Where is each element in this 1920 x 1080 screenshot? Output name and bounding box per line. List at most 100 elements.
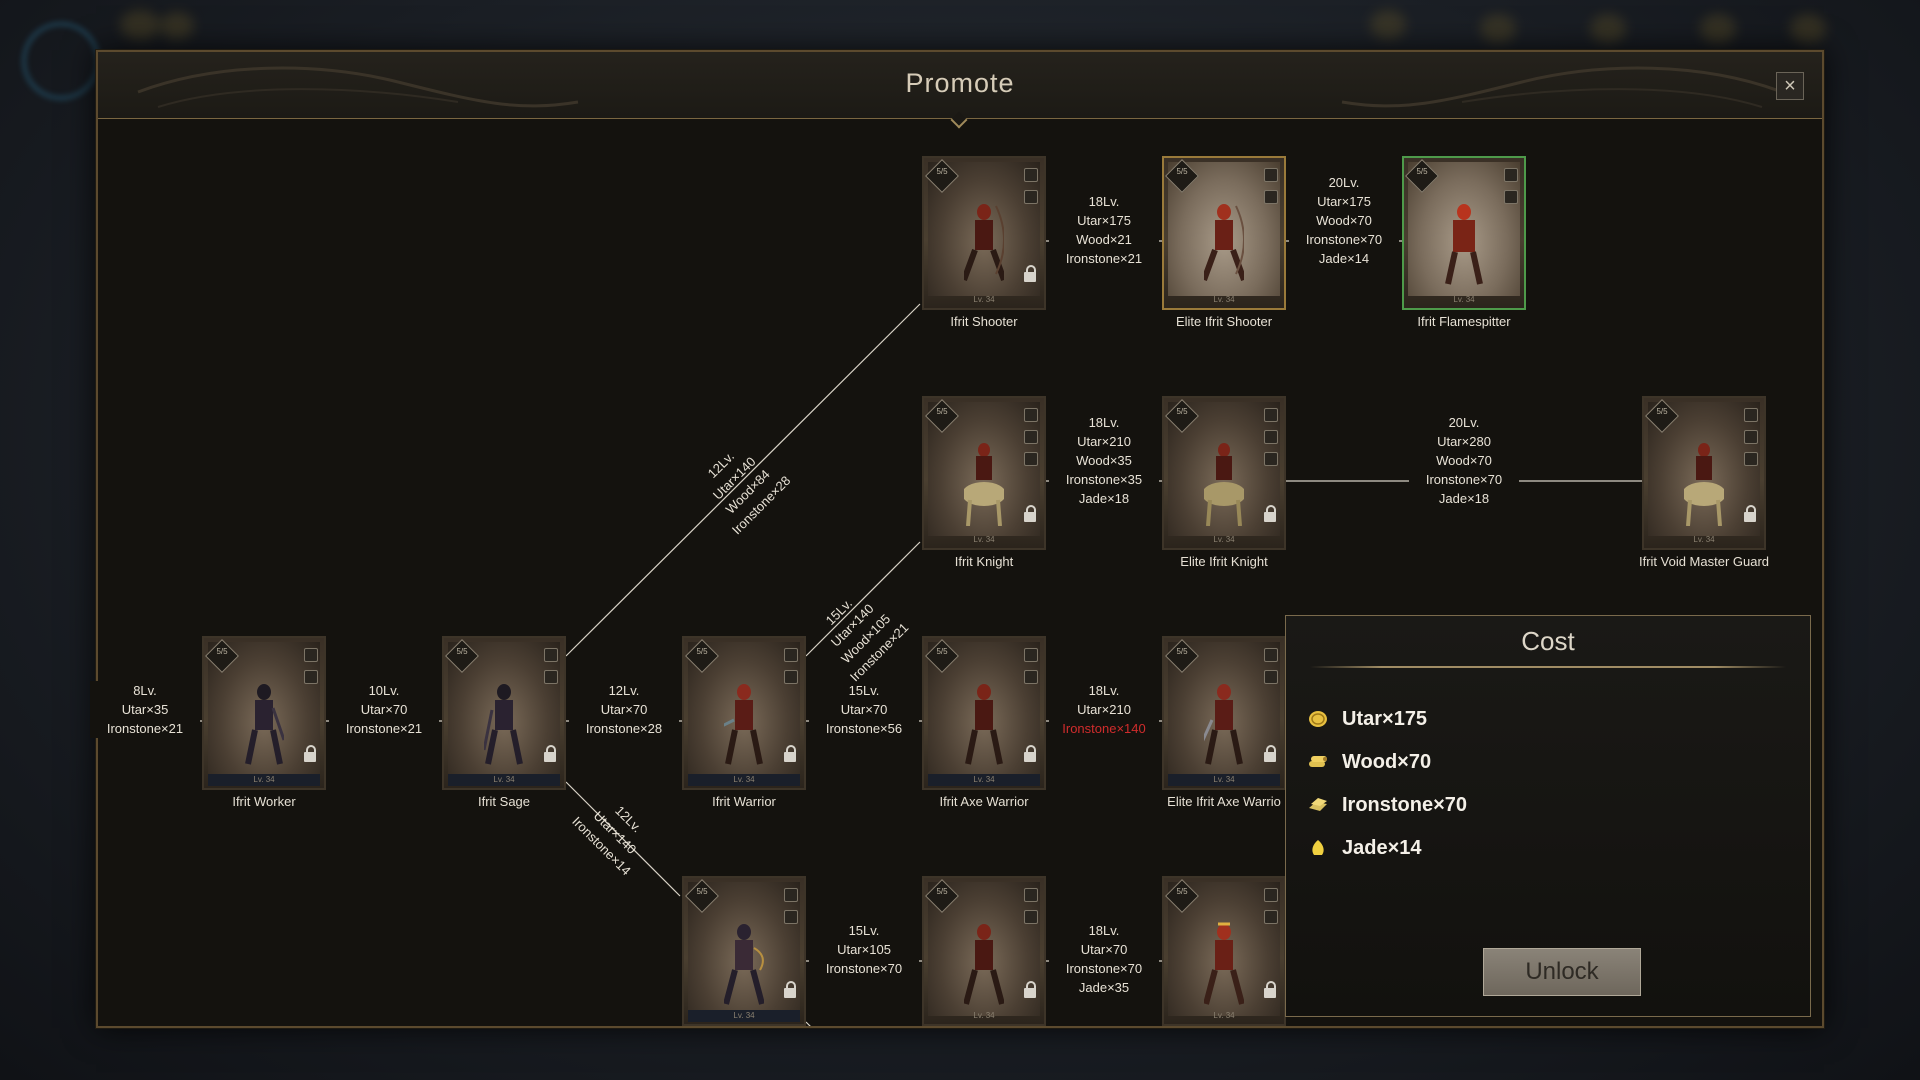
close-button[interactable]: ×	[1776, 72, 1804, 100]
level-strip	[208, 774, 320, 786]
unit-card-ifrit-knight[interactable]: 5/5 Lv. 34	[922, 396, 1046, 550]
star-count: 5/5	[1176, 887, 1188, 896]
unit-card-ifrit-sage[interactable]: 5/5 Lv. 34	[442, 636, 566, 790]
req-utar: Utar×280	[1437, 434, 1491, 449]
background-ui-glow	[1480, 14, 1516, 44]
unit-card-ifrit-warrior[interactable]: 5/5 Lv. 34	[682, 636, 806, 790]
class-icon	[1264, 888, 1278, 902]
horse-icon	[1024, 452, 1038, 466]
unit-card-lower-branch-1[interactable]: 5/5 Lv. 34	[682, 876, 806, 1026]
lock-icon	[1024, 505, 1036, 522]
lock-icon	[1024, 745, 1036, 762]
star-count: 5/5	[216, 647, 228, 656]
unlock-button[interactable]: Unlock	[1483, 948, 1641, 996]
unit-level: Lv. 34	[1213, 535, 1235, 544]
req-level: 18Lv.	[1088, 683, 1120, 698]
unit-card-ifrit-flamespitter[interactable]: 5/5 Lv. 34	[1402, 156, 1526, 310]
unit-card-ifrit-void-master-guard[interactable]: 5/5 Lv. 34	[1642, 396, 1766, 550]
unit-figure-icon	[1204, 443, 1244, 526]
unit-figure-icon	[724, 684, 763, 765]
level-strip	[448, 774, 560, 786]
class-icon	[1024, 408, 1038, 422]
req-ironstone: Ironstone×70	[1305, 232, 1383, 247]
shield-icon	[1024, 670, 1038, 684]
unit-figure-icon	[1445, 204, 1483, 285]
level-strip	[928, 774, 1040, 786]
shield-icon	[1264, 190, 1278, 204]
req-level: 8Lv.	[133, 683, 157, 698]
unit-figure-icon	[1684, 443, 1724, 526]
level-strip	[688, 1010, 800, 1022]
unit-card-elite-ifrit-axe-warrior[interactable]: 5/5 Lv. 34	[1162, 636, 1286, 790]
background-ui-glow	[120, 10, 160, 40]
lock-icon	[784, 981, 796, 998]
bow-icon	[1264, 168, 1278, 182]
req-ironstone: Ironstone×21	[1065, 251, 1143, 266]
requirement-shooter-to-elite-shooter: 18Lv. Utar×175 Wood×21 Ironstone×21	[1049, 192, 1159, 268]
star-count: 5/5	[456, 647, 468, 656]
unit-card-lower-branch-3[interactable]: 5/5 Lv. 34	[1162, 876, 1286, 1026]
unit-level: Lv. 34	[973, 1011, 995, 1020]
req-wood: Wood×70	[1316, 213, 1372, 228]
req-utar: Utar×175	[1077, 213, 1131, 228]
lock-icon	[1744, 505, 1756, 522]
unit-name: Ifrit Flamespitter	[1417, 314, 1511, 329]
star-count: 5/5	[696, 647, 708, 656]
background-ui-glow	[1790, 14, 1826, 44]
requirement-worker-to-sage: 10Lv. Utar×70 Ironstone×21	[329, 681, 439, 738]
axe-icon	[1264, 648, 1278, 662]
req-ironstone: Ironstone×56	[825, 721, 903, 736]
lock-icon	[304, 745, 316, 762]
req-level: 15Lv.	[848, 923, 880, 938]
level-strip	[688, 774, 800, 786]
req-utar: Utar×70	[600, 702, 648, 717]
unit-card-ifrit-shooter[interactable]: 5/5 Lv. 34	[922, 156, 1046, 310]
shield-icon	[1264, 670, 1278, 684]
unit-name: Ifrit Axe Warrior	[939, 794, 1029, 809]
cost-label: Jade×14	[1342, 837, 1422, 859]
req-ironstone: Ironstone×70	[1425, 472, 1503, 487]
unit-figure-icon	[964, 924, 1004, 1005]
window-title: Promote	[905, 68, 1015, 98]
req-utar: Utar×70	[360, 702, 408, 717]
req-utar: Utar×70	[840, 702, 888, 717]
unit-card-elite-ifrit-knight[interactable]: 5/5 Lv. 34	[1162, 396, 1286, 550]
req-level: 18Lv.	[1088, 194, 1120, 209]
unit-card-elite-ifrit-shooter[interactable]: 5/5 Lv. 34	[1162, 156, 1286, 310]
star-count: 5/5	[936, 647, 948, 656]
unit-card-ifrit-worker[interactable]: 5/5 Lv. 34	[202, 636, 326, 790]
class-icon	[304, 648, 318, 662]
req-ironstone: Ironstone×21	[345, 721, 423, 736]
unit-portrait	[688, 642, 800, 776]
background-ui-glow	[1590, 14, 1626, 44]
shield-icon	[1744, 430, 1758, 444]
unit-figure-icon	[1204, 922, 1244, 1005]
cost-panel: Cost Utar×175 Wood×70 Ironstone×70 Jade×…	[1285, 615, 1811, 1017]
requirement-elite-knight-to-void-guard: 20Lv. Utar×280 Wood×70 Ironstone×70 Jade…	[1409, 413, 1519, 508]
unit-name: Elite Ifrit Knight	[1180, 554, 1268, 569]
lock-icon	[1264, 505, 1276, 522]
unit-figure-icon	[965, 684, 1003, 765]
req-jade: Jade×18	[1078, 491, 1130, 506]
unit-figure-icon	[1204, 204, 1244, 282]
unit-card-ifrit-axe-warrior[interactable]: 5/5 Lv. 34	[922, 636, 1046, 790]
req-ironstone: Ironstone×28	[585, 721, 663, 736]
shield-icon	[1264, 910, 1278, 924]
star-count: 5/5	[1416, 167, 1428, 176]
requirement-elite-shooter-to-flamespitter: 20Lv. Utar×175 Wood×70 Ironstone×70 Jade…	[1289, 173, 1399, 268]
background-ui-glow	[1370, 10, 1406, 40]
star-count: 5/5	[936, 407, 948, 416]
unit-card-lower-branch-2[interactable]: 5/5 Lv. 34	[922, 876, 1046, 1026]
unit-level: Lv. 34	[1213, 295, 1235, 304]
cost-divider	[1310, 666, 1786, 668]
shield-icon	[544, 670, 558, 684]
shield-icon	[1504, 190, 1518, 204]
unit-name: Elite Ifrit Axe Warrio	[1167, 794, 1281, 809]
unit-name: Ifrit Knight	[954, 554, 1014, 569]
shield-icon	[304, 670, 318, 684]
cost-label: Ironstone×70	[1342, 794, 1468, 816]
close-icon: ×	[1784, 75, 1796, 97]
unit-level: Lv. 34	[1213, 1011, 1235, 1020]
jade-icon	[1312, 840, 1324, 855]
unit-level: Lv. 34	[253, 775, 275, 784]
